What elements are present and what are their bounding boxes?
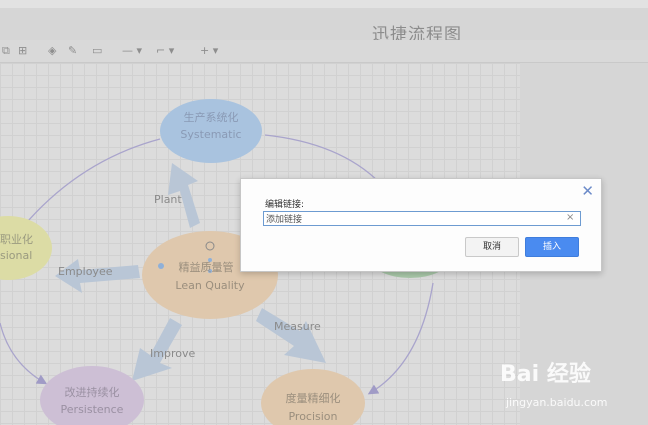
node-systematic-cn: 生产系统化 [184,110,239,124]
node-systematic-en: Systematic [180,128,241,141]
top-strip [0,0,648,8]
cycle-arrow-left [0,322,48,385]
cycle-arrow-right [367,282,434,395]
group-icon[interactable]: ⊞ [18,44,28,57]
arrange-icon[interactable]: ⧉ [2,44,10,57]
title-bar: 迅捷流程图 [0,8,648,45]
fill-color-icon[interactable]: ◈ [48,44,57,57]
node-lean-cn: 精益质量管 [179,260,234,274]
insert-button[interactable]: 插入 [525,237,579,257]
selection-handle-left[interactable] [158,263,164,269]
watermark-logo-text: Bai 经验 [500,362,591,387]
shadow-icon[interactable]: ▭ [92,44,103,57]
node-lean-en: Lean Quality [175,279,245,292]
selection-handle-top[interactable] [208,258,212,262]
baidu-jingyan-watermark: Bai 经验 jingyan.baidu.com [500,356,640,416]
node-precision-en: Procision [288,410,337,423]
employee-block-arrow [55,259,140,293]
toolbar: ⧉ ⊞ ◈ ✎ ▭ — ▾ ⌐ ▾ + ▾ [0,40,648,63]
cancel-button[interactable]: 取消 [465,237,519,257]
arrow-label-improve: Improve [150,347,195,360]
rotate-handle[interactable] [205,241,215,251]
node-persistence-en: Persistence [61,403,124,416]
insert-plus-icon[interactable]: + ▾ [200,44,219,57]
arrow-label-measure: Measure [274,320,321,333]
connector-style-icon[interactable]: ⌐ ▾ [156,44,175,57]
arrow-label-plant: Plant [154,193,182,206]
close-icon[interactable]: ✕ [581,182,594,200]
edit-link-label: 编辑链接: [265,200,305,210]
line-color-icon[interactable]: ✎ [68,44,78,57]
node-persistence-cn: 改进持续化 [65,385,120,399]
line-style-icon[interactable]: — ▾ [122,44,143,57]
link-input[interactable] [263,211,581,226]
clear-input-icon[interactable]: × [566,212,575,223]
node-persistence[interactable] [40,366,144,425]
node-professional-cn: 职业化 [0,232,33,246]
cycle-arrow-top-right [264,134,381,184]
measure-block-arrow [256,308,326,363]
arrow-label-employee: Employee [58,265,113,278]
node-precision[interactable] [261,369,365,425]
node-systematic[interactable] [160,99,262,163]
watermark-url: jingyan.baidu.com [506,396,608,409]
node-precision-cn: 度量精细化 [286,391,341,405]
selection-handle-mid[interactable] [208,269,212,273]
plant-block-arrow [168,163,200,228]
improve-block-arrow [132,318,182,381]
edit-link-dialog: ✕ 编辑链接: × 取消 插入 [240,178,602,272]
node-professional[interactable] [0,216,52,280]
node-professional-en: sional [0,249,32,262]
